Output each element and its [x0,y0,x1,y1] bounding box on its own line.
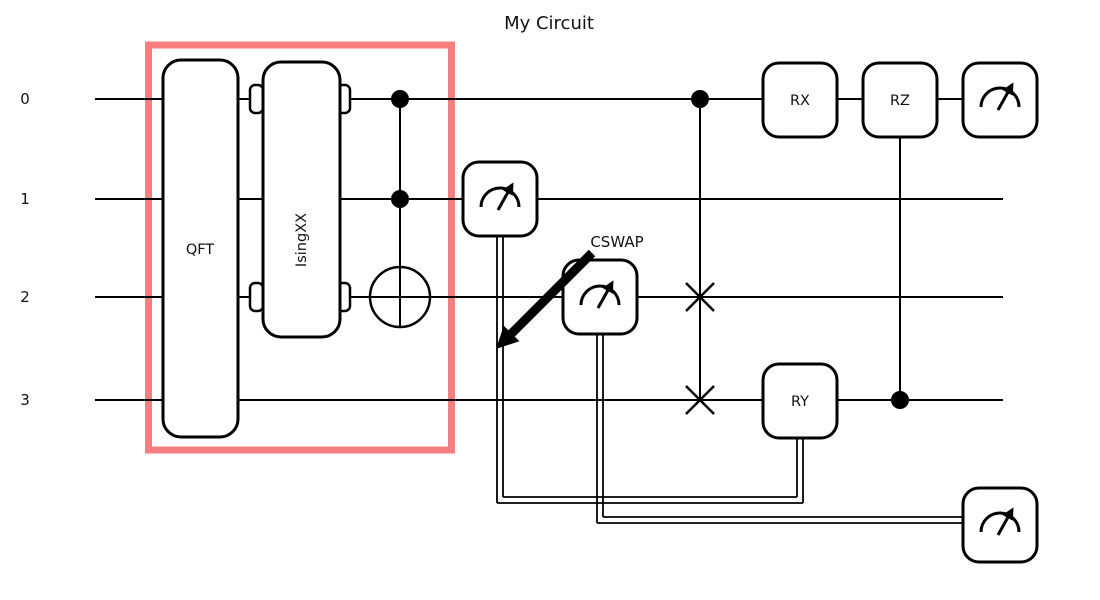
isingxx-gate-box [261,60,342,339]
gate-connectors [399,99,901,400]
classical-wire-m2 [596,334,1000,524]
ry-gate-label: RY [791,394,809,410]
rx-gate: RX [761,61,839,139]
measurement-gate-wire1 [461,160,539,238]
classical-wire-m1 [496,236,804,504]
control-dot-icon [891,391,909,409]
wire-notch [248,83,265,115]
ry-gate: RY [761,362,839,440]
wire-notch [248,281,265,313]
swap-cross-icon [685,282,715,312]
measurement-box [961,486,1039,564]
control-dot-icon [691,90,709,108]
rx-gate-label: RX [790,93,810,109]
rz-gate-box [861,61,939,139]
qft-gate-box [161,58,240,439]
wire-label-0: 0 [20,90,30,108]
wire-label-1: 1 [20,190,30,208]
qft-gate-label: QFT [186,242,214,258]
wire-label-2: 2 [20,288,30,306]
cswap-gate [685,90,715,415]
swap-cross-icon [685,385,715,415]
qft-gate: QFT [161,58,240,439]
figure-title: My Circuit [504,13,594,34]
rz-gate-label: RZ [890,93,910,109]
isingxx-gate-label: IsingXX [294,213,310,267]
measurement-gate-classical [961,486,1039,564]
cnot-target-icon [368,265,432,329]
cswap-annotation-label: CSWAP [590,233,643,251]
toffoli-gate [368,90,432,329]
measurement-box [961,61,1039,139]
control-dot-icon [391,90,409,108]
crz-gate: RZ [861,61,939,409]
rx-gate-box [761,61,839,139]
measurement-box [561,258,639,336]
isingxx-gate: IsingXX [248,60,352,339]
control-dot-icon [391,190,409,208]
cswap-annotation: CSWAP [496,233,644,349]
measurement-gate-wire2 [561,258,639,336]
wire-label-3: 3 [20,391,30,409]
measurement-gate-final [961,61,1039,139]
ry-gate-box [761,362,839,440]
annotation-arrow-icon [496,249,596,349]
measurement-box [461,160,539,238]
